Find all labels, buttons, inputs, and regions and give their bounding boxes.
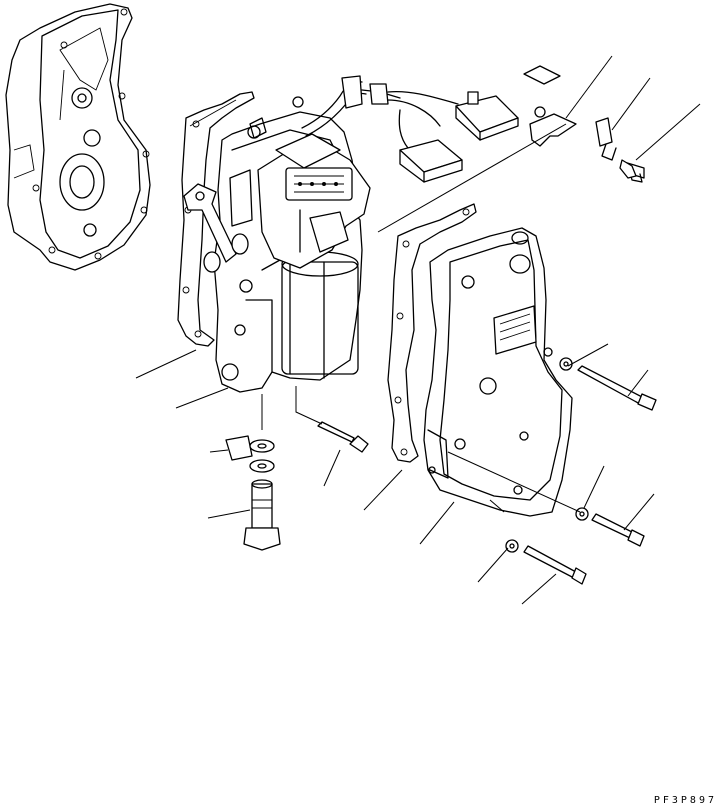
cover-bolt-middle [575,507,645,547]
governor-gasket [177,91,255,347]
wiring-harness [301,75,459,149]
connector-plug-upper [455,91,519,141]
actuator-top [257,133,371,269]
lower-fitting [225,394,281,551]
drawing-code: PF3P897 [653,795,717,806]
connector-plug-lower [399,139,463,183]
cover-gasket [387,203,477,463]
gear-case-housing [5,3,151,271]
clip-bolt [619,159,637,179]
governor-bolt [295,386,369,453]
leader-lines [135,55,701,605]
cover-bolt-lower [505,539,587,585]
control-lever [183,183,253,293]
governor-cover [423,227,573,517]
cover-bolt-upper [559,357,657,411]
